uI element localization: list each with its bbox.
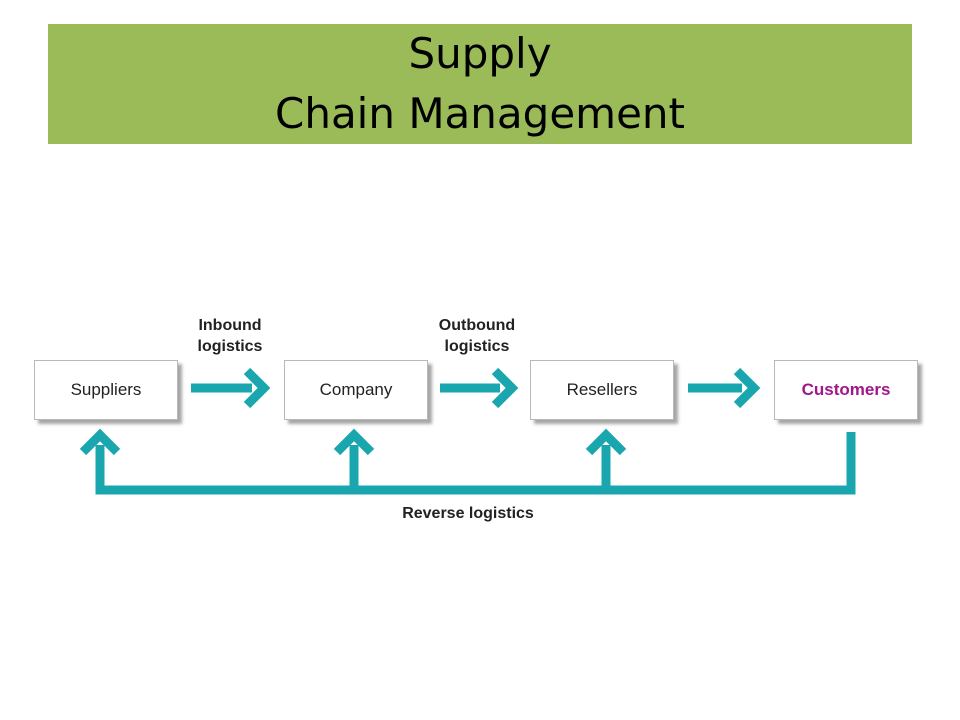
- label-inbound-line-1: Inbound: [198, 317, 262, 334]
- node-resellers: Resellers: [530, 360, 674, 420]
- label-outbound-line-1: Outbound: [438, 317, 516, 334]
- reverse-arrow-path: [95, 432, 856, 495]
- reverse-arrowhead-resellers: [585, 428, 627, 456]
- forward-arrowhead-3: [733, 367, 761, 409]
- node-company: Company: [284, 360, 428, 420]
- forward-arrowhead-1: [243, 367, 271, 409]
- reverse-arrowhead-suppliers: [79, 428, 121, 456]
- title-line-2: Chain Management: [275, 89, 685, 138]
- node-customers: Customers: [774, 360, 918, 420]
- title-line-1: Supply: [408, 29, 552, 78]
- label-inbound-logistics: Inbound logistics: [182, 315, 278, 357]
- title-banner: Supply Chain Management: [48, 24, 912, 144]
- forward-arrowhead-2: [491, 367, 519, 409]
- label-reverse-logistics: Reverse logistics: [402, 505, 534, 522]
- node-suppliers: Suppliers: [34, 360, 178, 420]
- label-inbound-line-2: logistics: [197, 338, 263, 355]
- label-outbound-line-2: logistics: [444, 338, 510, 355]
- label-outbound-logistics: Outbound logistics: [424, 315, 530, 357]
- reverse-arrowhead-company: [333, 428, 375, 456]
